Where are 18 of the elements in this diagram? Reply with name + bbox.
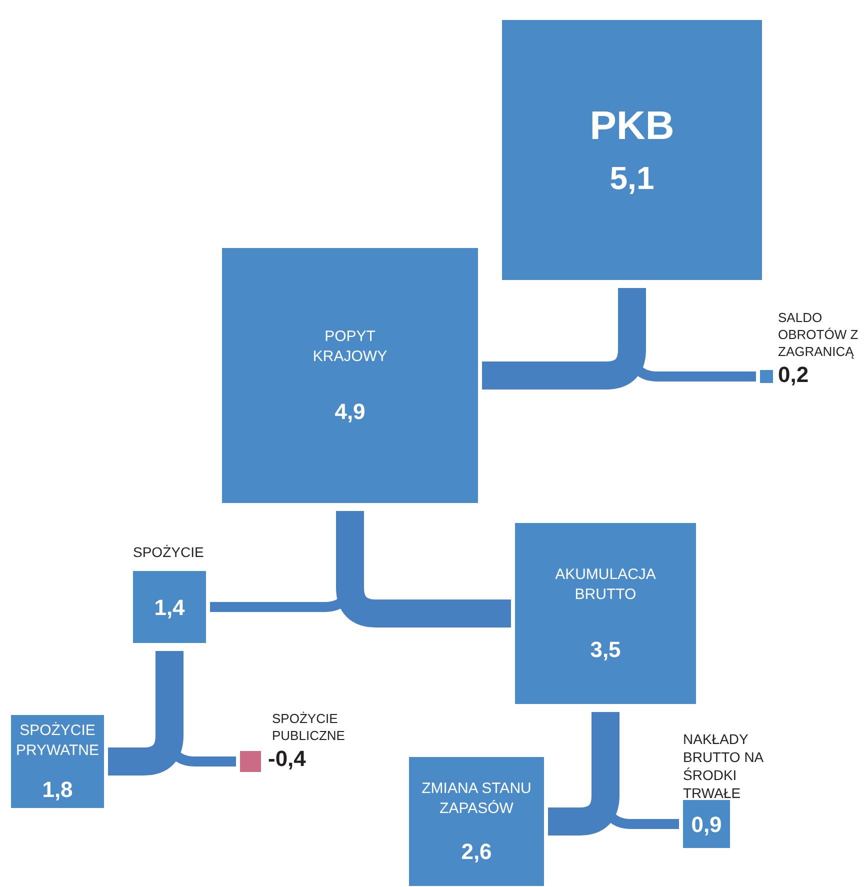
value-box: PKB 5,1 [502,20,762,280]
value-marker [240,751,261,772]
node-heading: SPOŻYCIE [133,543,205,562]
flow-band [108,651,184,776]
flow-band [482,288,646,390]
node-caption: SPOŻYCIE PUBLICZNE [272,710,346,744]
flow-band [336,511,511,628]
value-box: AKUMULACJA BRUTTO 3,5 [515,523,696,704]
value-box: 0,9 [683,800,730,848]
flow-band [548,712,620,836]
value-box: SPOŻYCIE PRYWATNE 1,8 [11,715,104,808]
value-box: POPYT KRAJOWY 4,9 [222,248,478,503]
value-box: 1,4 [133,571,206,643]
value-label: -0,4 [268,746,306,772]
value-box: ZMIANA STANU ZAPASÓW 2,6 [409,757,544,886]
value-marker [760,370,773,383]
node-caption: SALDO OBROTÓW Z ZAGRANICĄ [778,309,860,360]
value-label: 0,2 [778,362,809,388]
